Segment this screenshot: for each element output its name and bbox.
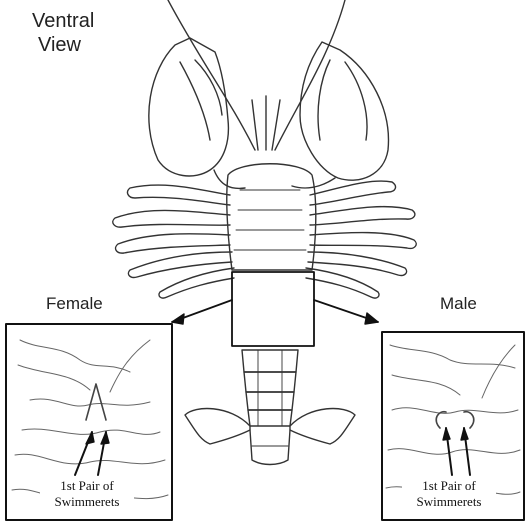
female-callout-line2: Swimmerets — [40, 494, 134, 510]
female-label: Female — [46, 294, 103, 314]
abdomen — [242, 350, 298, 426]
pointer-arrow-male — [314, 300, 378, 324]
right-claw — [292, 42, 388, 188]
female-swimmerets-callout: 1st Pair of Swimmerets — [40, 478, 134, 510]
carapace — [227, 164, 316, 270]
left-antenna — [168, 0, 255, 150]
title-ventral: Ventral — [32, 10, 94, 32]
male-callout-line1: 1st Pair of — [402, 478, 496, 494]
highlight-box — [232, 272, 314, 346]
tail-fan — [185, 409, 355, 465]
right-walking-legs — [306, 181, 416, 298]
male-label: Male — [440, 294, 477, 314]
left-walking-legs — [113, 185, 234, 298]
male-callout-line2: Swimmerets — [402, 494, 496, 510]
right-antenna — [275, 0, 345, 150]
male-swimmerets-callout: 1st Pair of Swimmerets — [402, 478, 496, 510]
title-view: View — [38, 34, 81, 56]
antennules — [252, 96, 280, 150]
female-callout-line1: 1st Pair of — [40, 478, 134, 494]
left-claw — [149, 38, 245, 188]
pointer-arrow-female — [172, 300, 232, 324]
